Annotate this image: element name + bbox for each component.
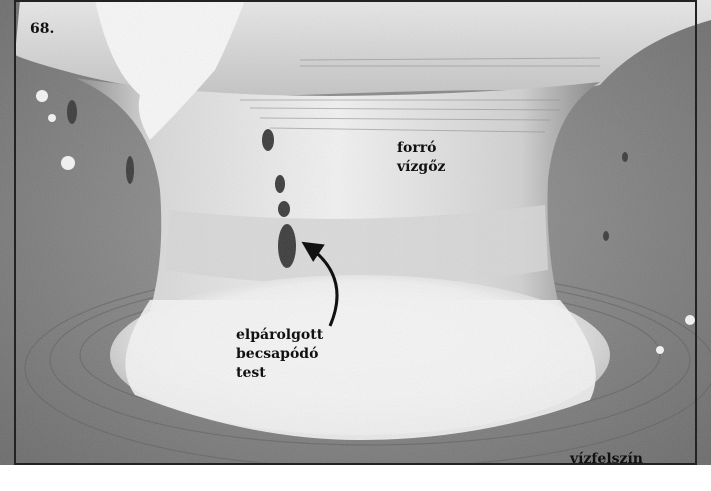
label-hot-steam-line2: vízgőz [397, 158, 445, 177]
label-hot-steam: forró vízgőz [397, 139, 445, 177]
label-hot-steam-line1: forró [397, 139, 445, 158]
label-impactor-line1: elpárolgott [236, 326, 323, 345]
label-impactor-line2: becsapódó [236, 345, 323, 364]
label-impactor-line3: test [236, 364, 323, 383]
figure-number: 68. [30, 20, 54, 39]
label-vaporized-impactor: elpárolgott becsapódó test [236, 326, 323, 383]
label-water-surface: vízfelszín [570, 450, 643, 469]
